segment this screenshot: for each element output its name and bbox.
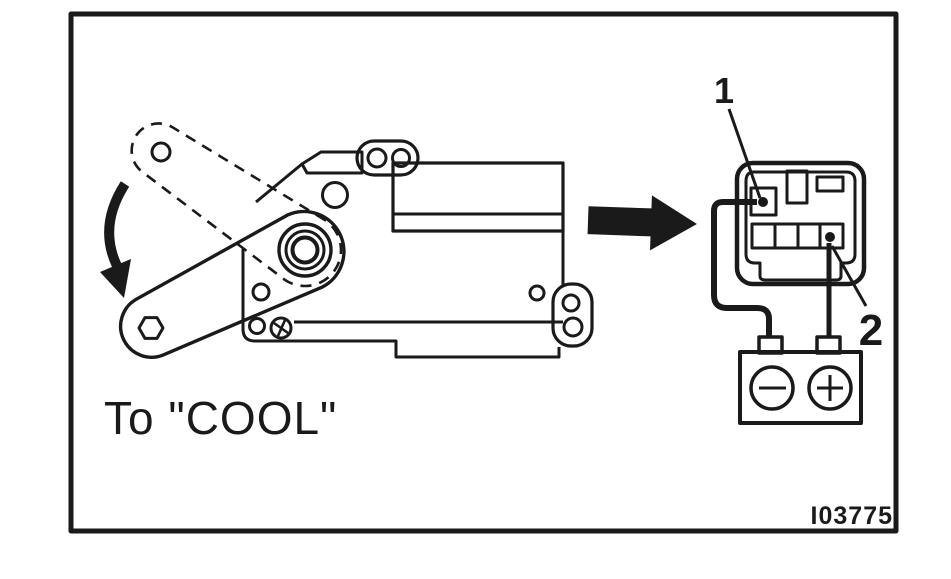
mount-hole xyxy=(562,316,584,338)
callout-2-label: 2 xyxy=(859,306,883,355)
plate-hole xyxy=(248,317,266,335)
servo-housing xyxy=(391,161,565,233)
battery-minus-icon xyxy=(749,365,795,411)
lever-end-hole-dashed-position xyxy=(150,141,172,163)
mount-hole xyxy=(561,293,581,313)
connector-illustration: 1 2 xyxy=(711,70,883,355)
terminal-1-dot xyxy=(758,197,768,207)
plate-hole xyxy=(251,282,271,302)
connector-key-rect xyxy=(815,175,845,193)
lever-caption: To "COOL" xyxy=(104,392,337,444)
lever-arm-solid xyxy=(118,209,346,359)
callout-2-leader xyxy=(830,245,868,307)
battery-illustration xyxy=(738,335,863,425)
mount-hole xyxy=(391,148,411,168)
rotation-arrow-icon xyxy=(100,181,131,298)
connector-key-slot xyxy=(785,169,809,205)
terminal-2-dot xyxy=(825,232,835,242)
plate-hole xyxy=(321,181,349,209)
battery-plus-icon xyxy=(807,365,853,411)
callout-1-label: 1 xyxy=(714,70,734,111)
servo-mount-tab-right xyxy=(551,282,594,348)
battery-body xyxy=(738,350,863,425)
flow-arrow-icon xyxy=(587,195,697,251)
wire-terminal-1 xyxy=(711,199,772,337)
servo-plate-edge-diagonal xyxy=(255,162,303,204)
connector-outline xyxy=(734,160,867,287)
servo-mount-tab-top xyxy=(355,139,420,177)
lever-end-hole xyxy=(137,316,165,340)
figure-frame xyxy=(68,11,899,534)
callout-1-leader xyxy=(727,108,762,199)
lever-arm-dashed xyxy=(130,122,343,288)
terminal-row xyxy=(750,222,845,250)
screw-icon xyxy=(269,316,293,340)
plate-hole xyxy=(528,284,546,302)
servo-motor-illustration: To "COOL" xyxy=(100,122,594,444)
mount-hole xyxy=(366,147,388,169)
servo-top-bracket xyxy=(300,150,364,175)
connector-inner-outline xyxy=(744,170,857,282)
pivot-boss xyxy=(277,222,333,278)
figure-code: I03775 xyxy=(811,502,893,530)
servo-plate-flange xyxy=(241,249,561,359)
